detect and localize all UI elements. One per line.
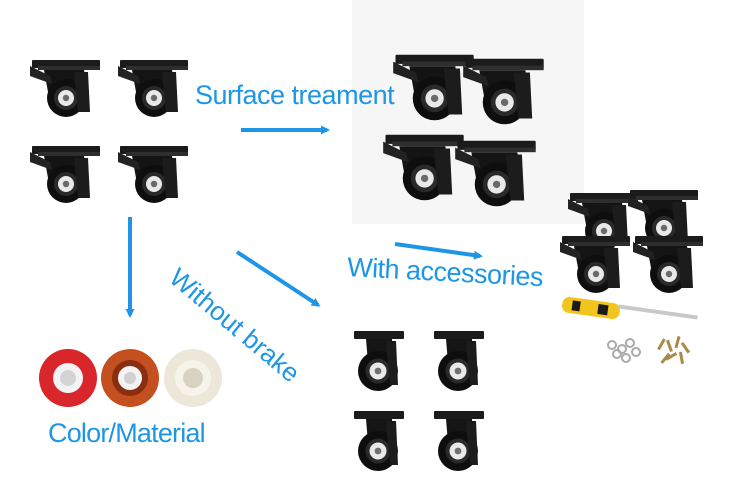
surface-caster-2	[463, 58, 544, 125]
brake-caster-2	[118, 60, 188, 117]
plain-caster-2	[434, 331, 484, 391]
no-brake-caster-group	[354, 331, 484, 471]
plain-caster-3	[354, 411, 404, 471]
accessory-caster-4	[633, 236, 703, 293]
arrow-diagonal-icon	[235, 250, 321, 307]
brake-caster-1	[30, 60, 100, 117]
white-wheel	[164, 349, 222, 407]
surface-caster-4	[455, 140, 536, 207]
red-wheel	[39, 349, 97, 407]
arrow-right-icon	[394, 242, 483, 260]
plain-caster-1	[354, 331, 404, 391]
accessories-caster-group	[560, 190, 703, 293]
plain-caster-4	[434, 411, 484, 471]
surface-treated-caster-group	[383, 54, 544, 207]
hardware-pile	[607, 335, 691, 365]
surface-caster-3	[383, 134, 464, 201]
color-material-label: Color/Material	[48, 418, 206, 448]
brake-caster-group-topleft	[30, 60, 188, 203]
brake-caster-3	[30, 146, 100, 203]
brake-caster-4	[118, 146, 188, 203]
surface-caster-1	[393, 54, 474, 121]
material-wheels	[39, 349, 222, 407]
screwdriver	[562, 296, 698, 320]
accessory-caster-3	[560, 236, 630, 293]
surface-treatment-label: Surface treament	[195, 80, 395, 110]
surface-panel-background	[352, 0, 584, 224]
orange-wheel	[101, 349, 159, 407]
